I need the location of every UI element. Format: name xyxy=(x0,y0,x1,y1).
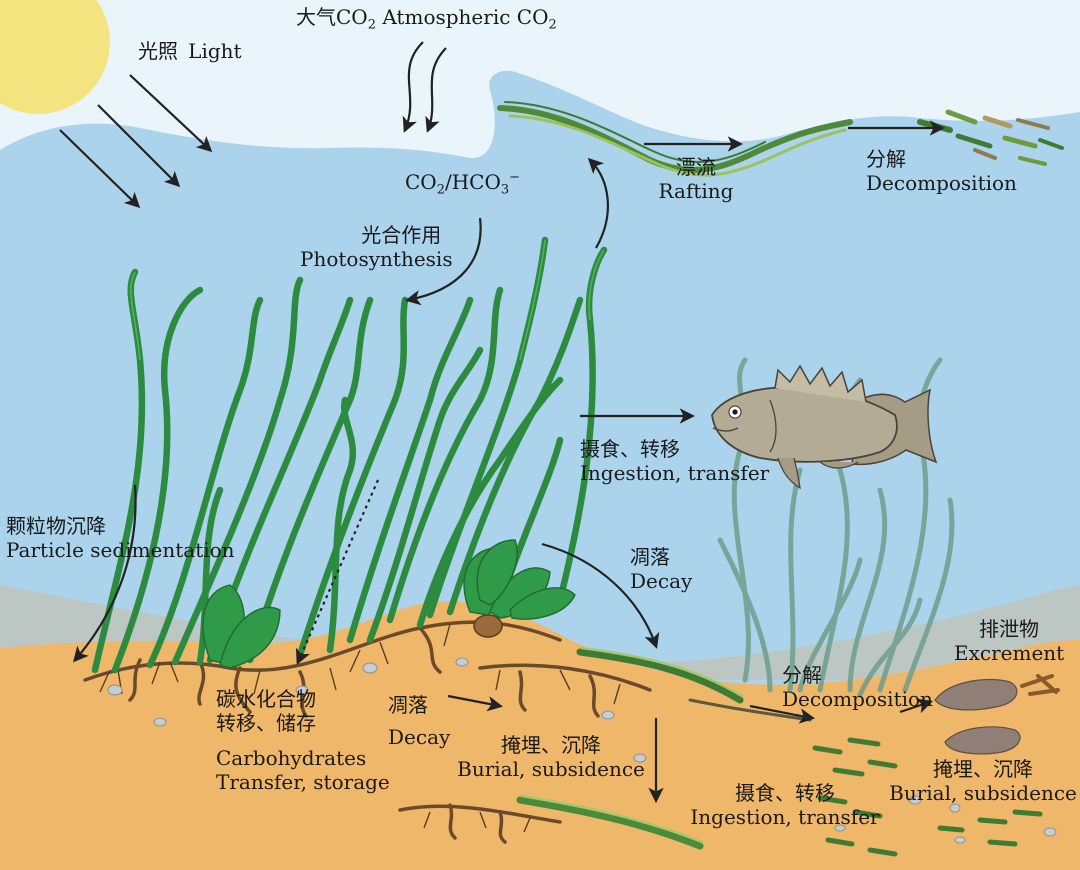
burial-center-label: 掩埋、沉降 Burial, subsidence xyxy=(456,733,646,781)
photosynthesis-arrow xyxy=(404,217,482,306)
atmospheric-co2-en: Atmospheric CO xyxy=(382,5,549,29)
seagrass-highlights xyxy=(129,239,605,361)
burial-center-zh: 掩埋、沉降 xyxy=(501,733,601,757)
co2-in-arrow-2 xyxy=(425,47,447,133)
ingestion-fish-zh: 摄食、转移 xyxy=(580,437,680,461)
excrement-en: Excrement xyxy=(954,640,1065,665)
decayed-blades xyxy=(516,646,812,850)
co2-hco3-sub-2: 2 xyxy=(436,182,445,198)
carbohydrates-zh-1: 碳水化合物 xyxy=(216,687,316,711)
ingestion-fish-en: Ingestion, transfer xyxy=(580,460,770,485)
decomposition-top-zh: 分解 xyxy=(866,147,906,171)
co2-hco3-part-b: /HCO xyxy=(444,169,501,194)
decay-right-label: 凋落 Decay xyxy=(630,545,693,593)
burial-right-label: 掩埋、沉降 Burial, subsidence xyxy=(888,757,1078,805)
excrement-pellets xyxy=(1020,674,1060,696)
sea-cucumbers xyxy=(934,678,1021,755)
decomposition-bottom-zh: 分解 xyxy=(782,663,822,687)
photosynthesis-label: 光合作用 Photosynthesis xyxy=(300,223,453,271)
carbohydrates-en-1: Carbohydrates xyxy=(216,746,367,771)
ingestion-bottom-label: 摄食、转移 Ingestion, transfer xyxy=(690,781,880,829)
burial-right-zh: 掩埋、沉降 xyxy=(933,757,1033,781)
pebbles xyxy=(107,657,1057,844)
excrement-arrow xyxy=(899,698,933,714)
co2-hco3-label: CO2/HCO3− xyxy=(405,170,520,198)
process-arrows xyxy=(59,41,946,804)
carbohydrate-transfer-arrow xyxy=(295,479,380,665)
co2-in-arrow-1 xyxy=(402,41,424,133)
floating-seagrass xyxy=(497,101,853,177)
decay-right-zh: 凋落 xyxy=(630,545,670,569)
fine-roots xyxy=(99,623,621,833)
upward-rafting-arrow xyxy=(587,157,609,249)
rafting-en: Rafting xyxy=(658,178,734,203)
co2-hco3-part-a: CO xyxy=(405,169,437,194)
decay-center-label: 凋落 Decay xyxy=(388,693,451,749)
carbohydrates-en-2: Transfer, storage xyxy=(216,769,390,794)
excrement-zh: 排泄物 xyxy=(979,617,1039,641)
fish xyxy=(711,364,938,490)
burial-right-en: Burial, subsidence xyxy=(889,780,1077,805)
light-ray-2 xyxy=(97,104,181,188)
rafting-zh: 漂流 xyxy=(676,155,716,179)
ingestion-bottom-en: Ingestion, transfer xyxy=(690,804,880,829)
atmospheric-co2-label: 大气CO2 Atmospheric CO2 xyxy=(296,5,557,33)
atmospheric-co2-formula: CO xyxy=(336,5,368,29)
co2-hco3-sup: − xyxy=(509,170,521,185)
decomposition-top-label: 分解 Decomposition xyxy=(866,147,1017,195)
particle-sedimentation-zh: 颗粒物沉降 xyxy=(6,514,106,538)
light-label-en: Light xyxy=(188,39,242,63)
carbohydrates-zh-2: 转移、储存 xyxy=(216,710,316,735)
decomposition-top-en: Decomposition xyxy=(866,170,1017,195)
particle-sedimentation-arrow xyxy=(72,484,137,663)
decay-center-en: Decay xyxy=(388,724,451,749)
decomposition-bottom-label: 分解 Decomposition xyxy=(782,663,933,711)
decay-right-arrow xyxy=(541,542,660,649)
sun xyxy=(0,0,110,114)
atmospheric-co2-zh: 大气 xyxy=(296,5,336,29)
particle-sedimentation-en: Particle sedimentation xyxy=(6,537,235,562)
light-ray-1 xyxy=(129,74,213,153)
photosynthesis-zh: 光合作用 xyxy=(361,223,442,247)
excrement-label: 排泄物 Excrement xyxy=(954,617,1065,665)
light-label-zh: 光照 xyxy=(138,39,178,63)
ingestion-fish-label: 摄食、转移 Ingestion, transfer xyxy=(580,437,770,485)
seed xyxy=(473,614,503,638)
light-label: 光照 Light xyxy=(138,39,242,64)
ingestion-bottom-zh: 摄食、转移 xyxy=(735,781,835,805)
rafting-label: 漂流 Rafting xyxy=(656,155,736,203)
photosynthesis-en: Photosynthesis xyxy=(300,246,453,271)
decay-right-en: Decay xyxy=(630,568,693,593)
atmospheric-co2-sub-1: 2 xyxy=(367,17,376,33)
particle-sedimentation-label: 颗粒物沉降 Particle sedimentation xyxy=(6,514,235,562)
atmospheric-co2-sub-2: 2 xyxy=(548,17,557,33)
light-ray-3 xyxy=(59,129,141,209)
burial-center-en: Burial, subsidence xyxy=(457,756,645,781)
co2-hco3-sub-3: 3 xyxy=(500,182,510,198)
decay-center-zh: 凋落 xyxy=(388,693,428,717)
decomposition-bottom-arrow xyxy=(749,704,816,724)
sediment-fragments xyxy=(812,737,1043,857)
decomposition-bottom-en: Decomposition xyxy=(782,686,933,711)
broad-leaves xyxy=(202,539,576,669)
decay-center-arrow xyxy=(447,694,504,712)
carbohydrates-label: 碳水化合物 转移、储存 Carbohydrates Transfer, stor… xyxy=(216,687,390,794)
